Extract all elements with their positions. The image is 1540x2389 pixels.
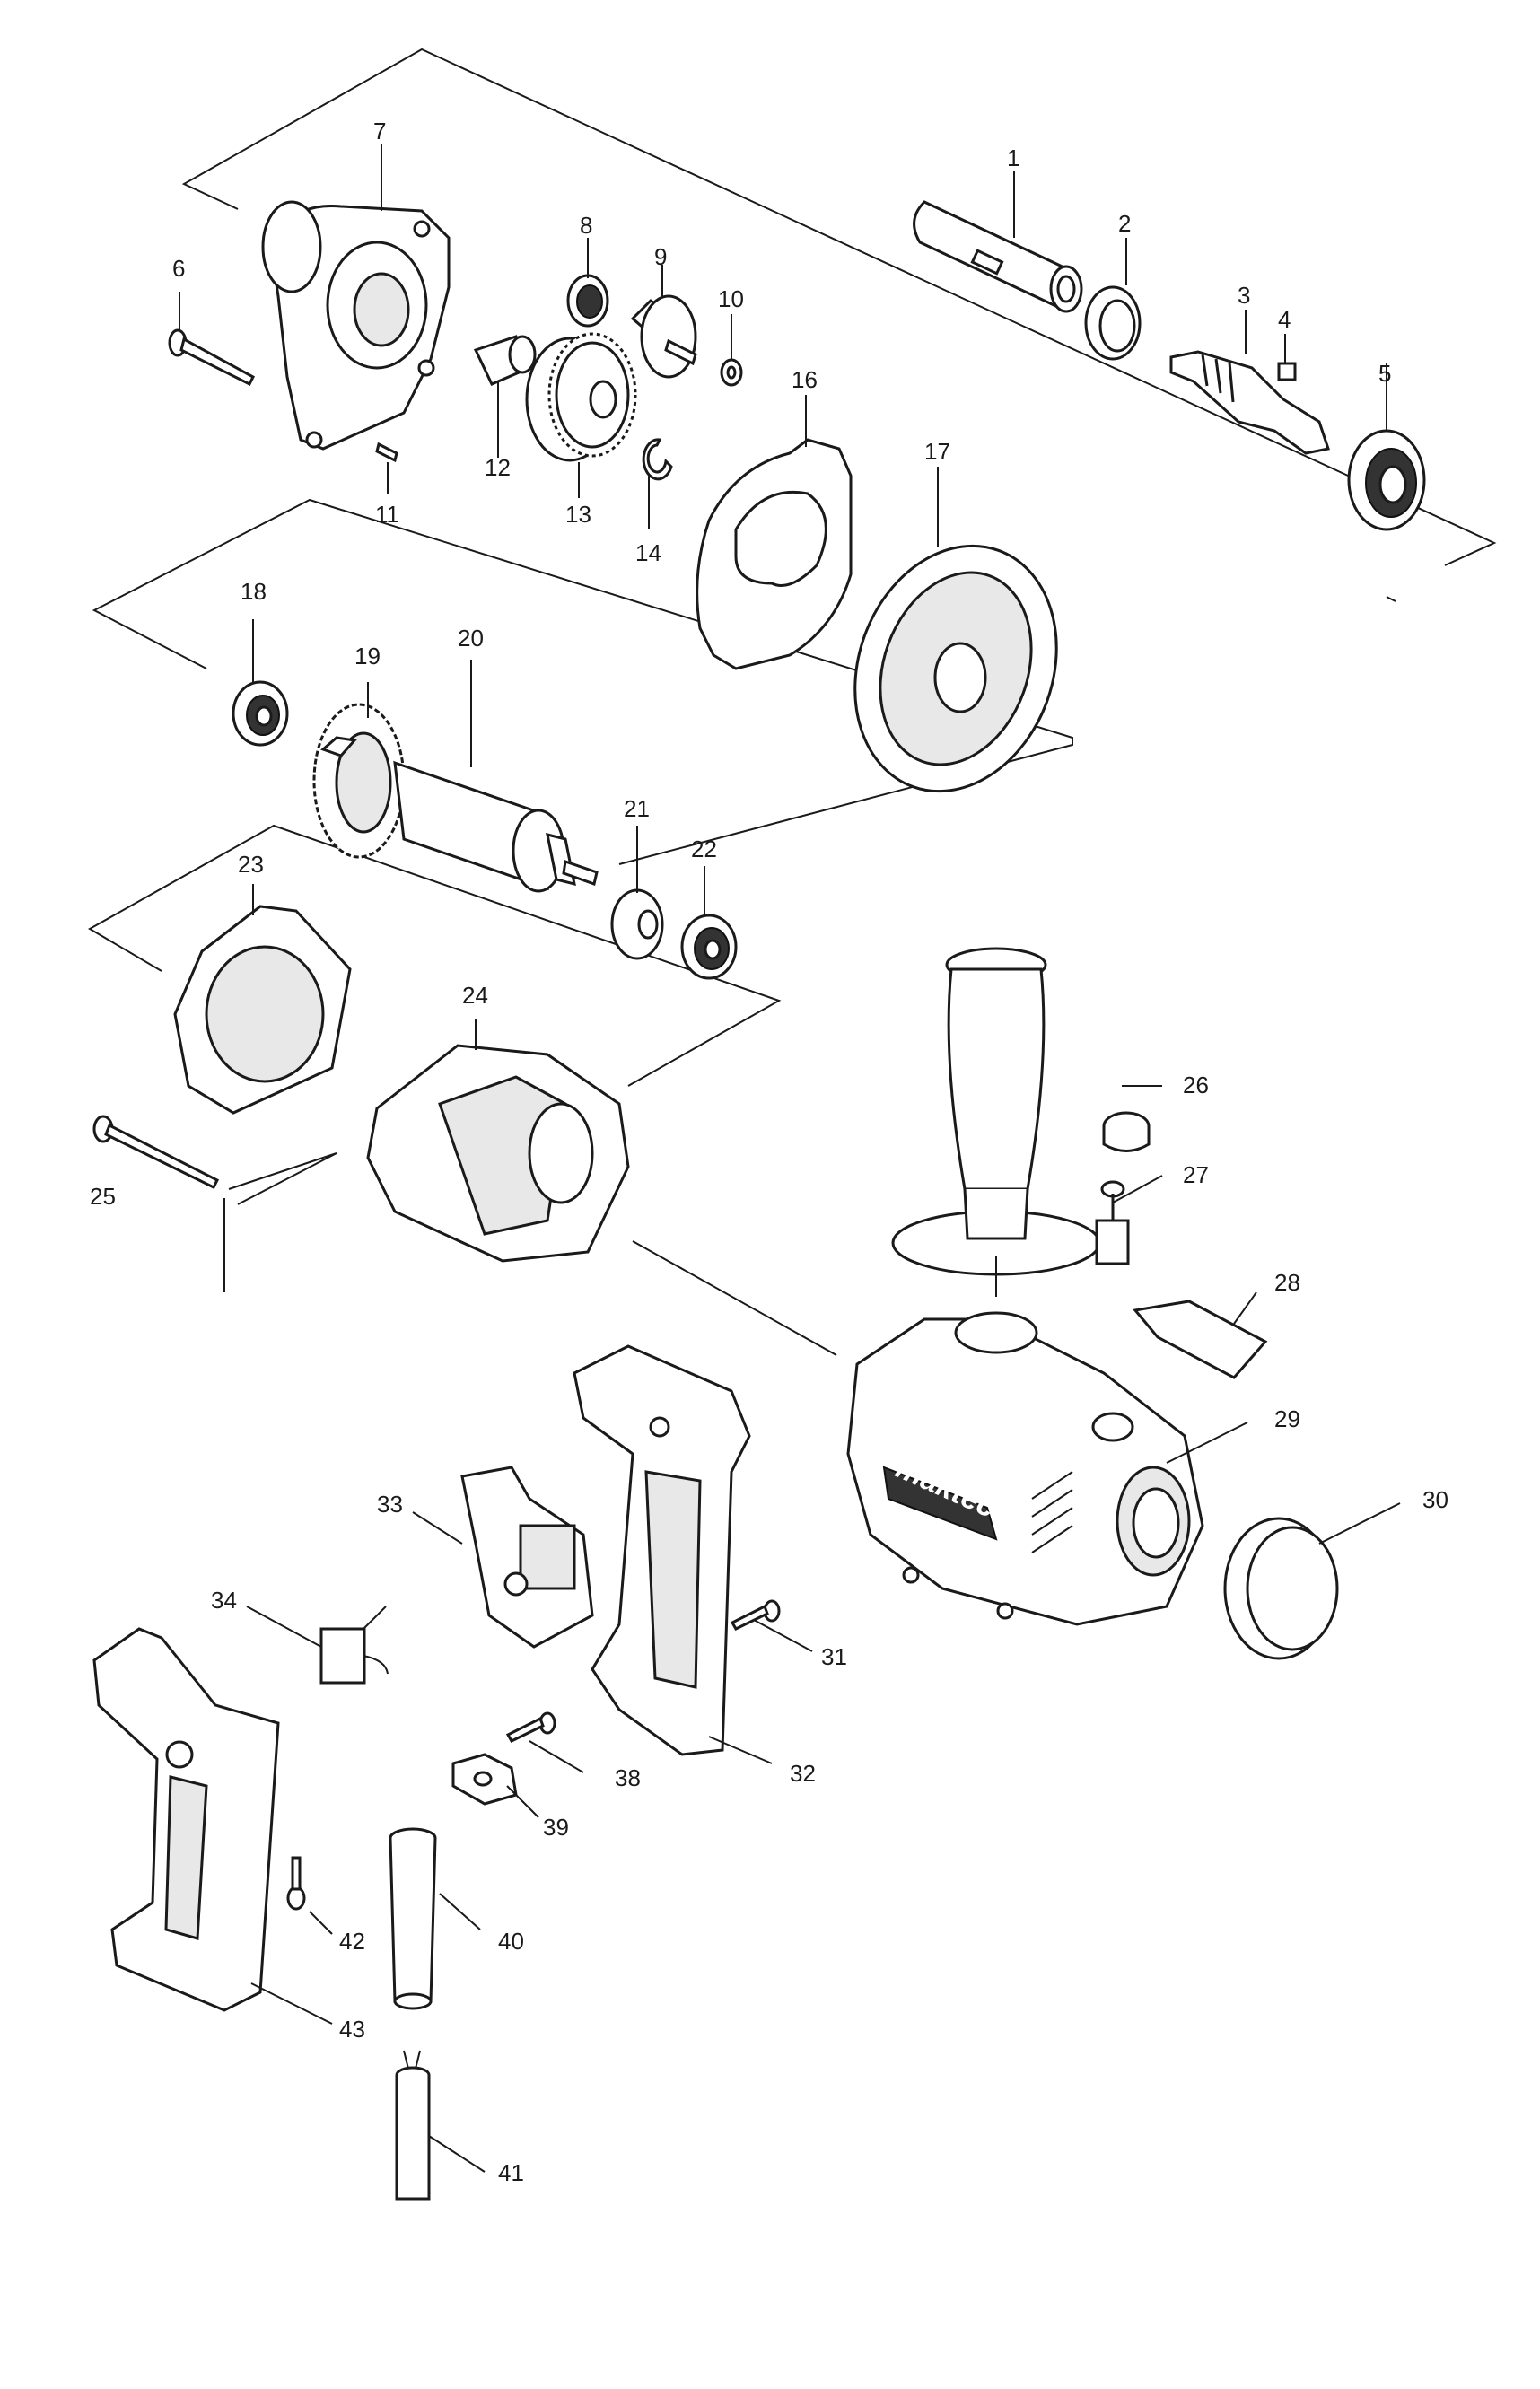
part-23-baffle-plate (173, 905, 352, 1115)
callout-19: 19 (354, 643, 381, 669)
part-16-gasket-cutout (734, 490, 827, 587)
callout-8: 8 (580, 212, 592, 239)
callout-5: 5 (1378, 360, 1391, 387)
callout-23: 23 (238, 851, 264, 878)
callout-24: 24 (462, 982, 488, 1009)
part-3-spindle (1169, 350, 1330, 455)
part-2-ring (1084, 285, 1142, 361)
group-boundaries (87, 48, 1497, 1356)
callout-14: 14 (635, 539, 661, 566)
callout-10: 10 (718, 285, 744, 312)
callout-40: 40 (498, 1928, 524, 1955)
part-31-screw (730, 1599, 781, 1631)
part-30-end-cap (1223, 1517, 1339, 1660)
callout-18: 18 (241, 578, 267, 605)
part-20-armature (312, 703, 599, 893)
part-9-pinion-gear (630, 294, 697, 379)
part-29-motor-housing: maktec (846, 1311, 1204, 1626)
callout-38: 38 (615, 1764, 641, 1791)
callout-34: 34 (211, 1587, 237, 1614)
part-14-snap-ring (642, 438, 673, 481)
callout-6: 6 (172, 255, 185, 282)
callout-11: 11 (375, 501, 399, 528)
part-34-capacitor (319, 1606, 389, 1685)
part-5-bearing (1347, 429, 1426, 531)
callout-28: 28 (1274, 1269, 1300, 1296)
part-7-gear-housing (261, 200, 451, 451)
part-11-pin (375, 442, 398, 463)
part-24-field (366, 1044, 630, 1263)
part-18-bearing (232, 680, 289, 747)
callout-22: 22 (691, 836, 717, 862)
callout-41: 41 (498, 2159, 524, 2186)
callout-31: 31 (821, 1643, 847, 1670)
part-8-bearing (566, 274, 609, 328)
callout-17: 17 (924, 438, 950, 465)
part-1-sleeve (913, 200, 1083, 313)
part-22-bearing (680, 914, 738, 980)
part-12-sleeve (473, 335, 537, 386)
callout-27: 27 (1183, 1161, 1209, 1188)
part-40-cord-guard (389, 1827, 437, 2010)
callout-42: 42 (339, 1928, 365, 1955)
part-21-fan-baffle (610, 888, 664, 960)
part-42-screw (286, 1856, 306, 1911)
callout-20: 20 (458, 625, 484, 652)
callout-39: 39 (543, 1814, 569, 1841)
callout-16: 16 (792, 366, 818, 393)
callout-12: 12 (485, 454, 511, 481)
callout-2: 2 (1118, 210, 1131, 237)
part-41-cord (395, 2050, 431, 2201)
callout-26: 26 (1183, 1072, 1209, 1098)
part-13-spur-gear (525, 332, 637, 462)
part-33-switch (460, 1466, 594, 1649)
callout-3: 3 (1238, 282, 1250, 309)
callout-32: 32 (790, 1760, 816, 1787)
part-17-bearing-box (853, 544, 1058, 793)
part-38-screw (505, 1711, 556, 1743)
callout-7: 7 (373, 118, 386, 144)
callout-1: 1 (1007, 144, 1019, 171)
callout-9: 9 (654, 243, 667, 270)
part-6-screw (168, 328, 255, 387)
callout-25: 25 (90, 1183, 116, 1210)
part-43-handle-half (92, 1627, 280, 2012)
part-4-key (1277, 362, 1297, 381)
part-32-handle-half (573, 1344, 751, 1756)
callout-numbers: 1 2 3 4 5 6 7 8 9 10 11 12 13 14 16 17 1… (90, 118, 1448, 2186)
part-28-nameplate (1133, 1300, 1268, 1379)
callout-33: 33 (377, 1491, 403, 1518)
part-27-carbon-brush (1095, 1180, 1130, 1265)
callout-30: 30 (1422, 1486, 1448, 1513)
callout-21: 21 (624, 795, 650, 822)
side-handle (891, 947, 1101, 1297)
part-25-screw (92, 1115, 220, 1190)
part-10-washer (720, 358, 743, 387)
callout-leaders (179, 144, 1401, 2173)
callout-43: 43 (339, 2016, 365, 2043)
callout-13: 13 (565, 501, 591, 528)
part-26-brush-holder-cap (1102, 1111, 1151, 1152)
callout-29: 29 (1274, 1405, 1300, 1432)
callout-4: 4 (1278, 306, 1291, 333)
part-39-cord-clamp (451, 1753, 518, 1806)
